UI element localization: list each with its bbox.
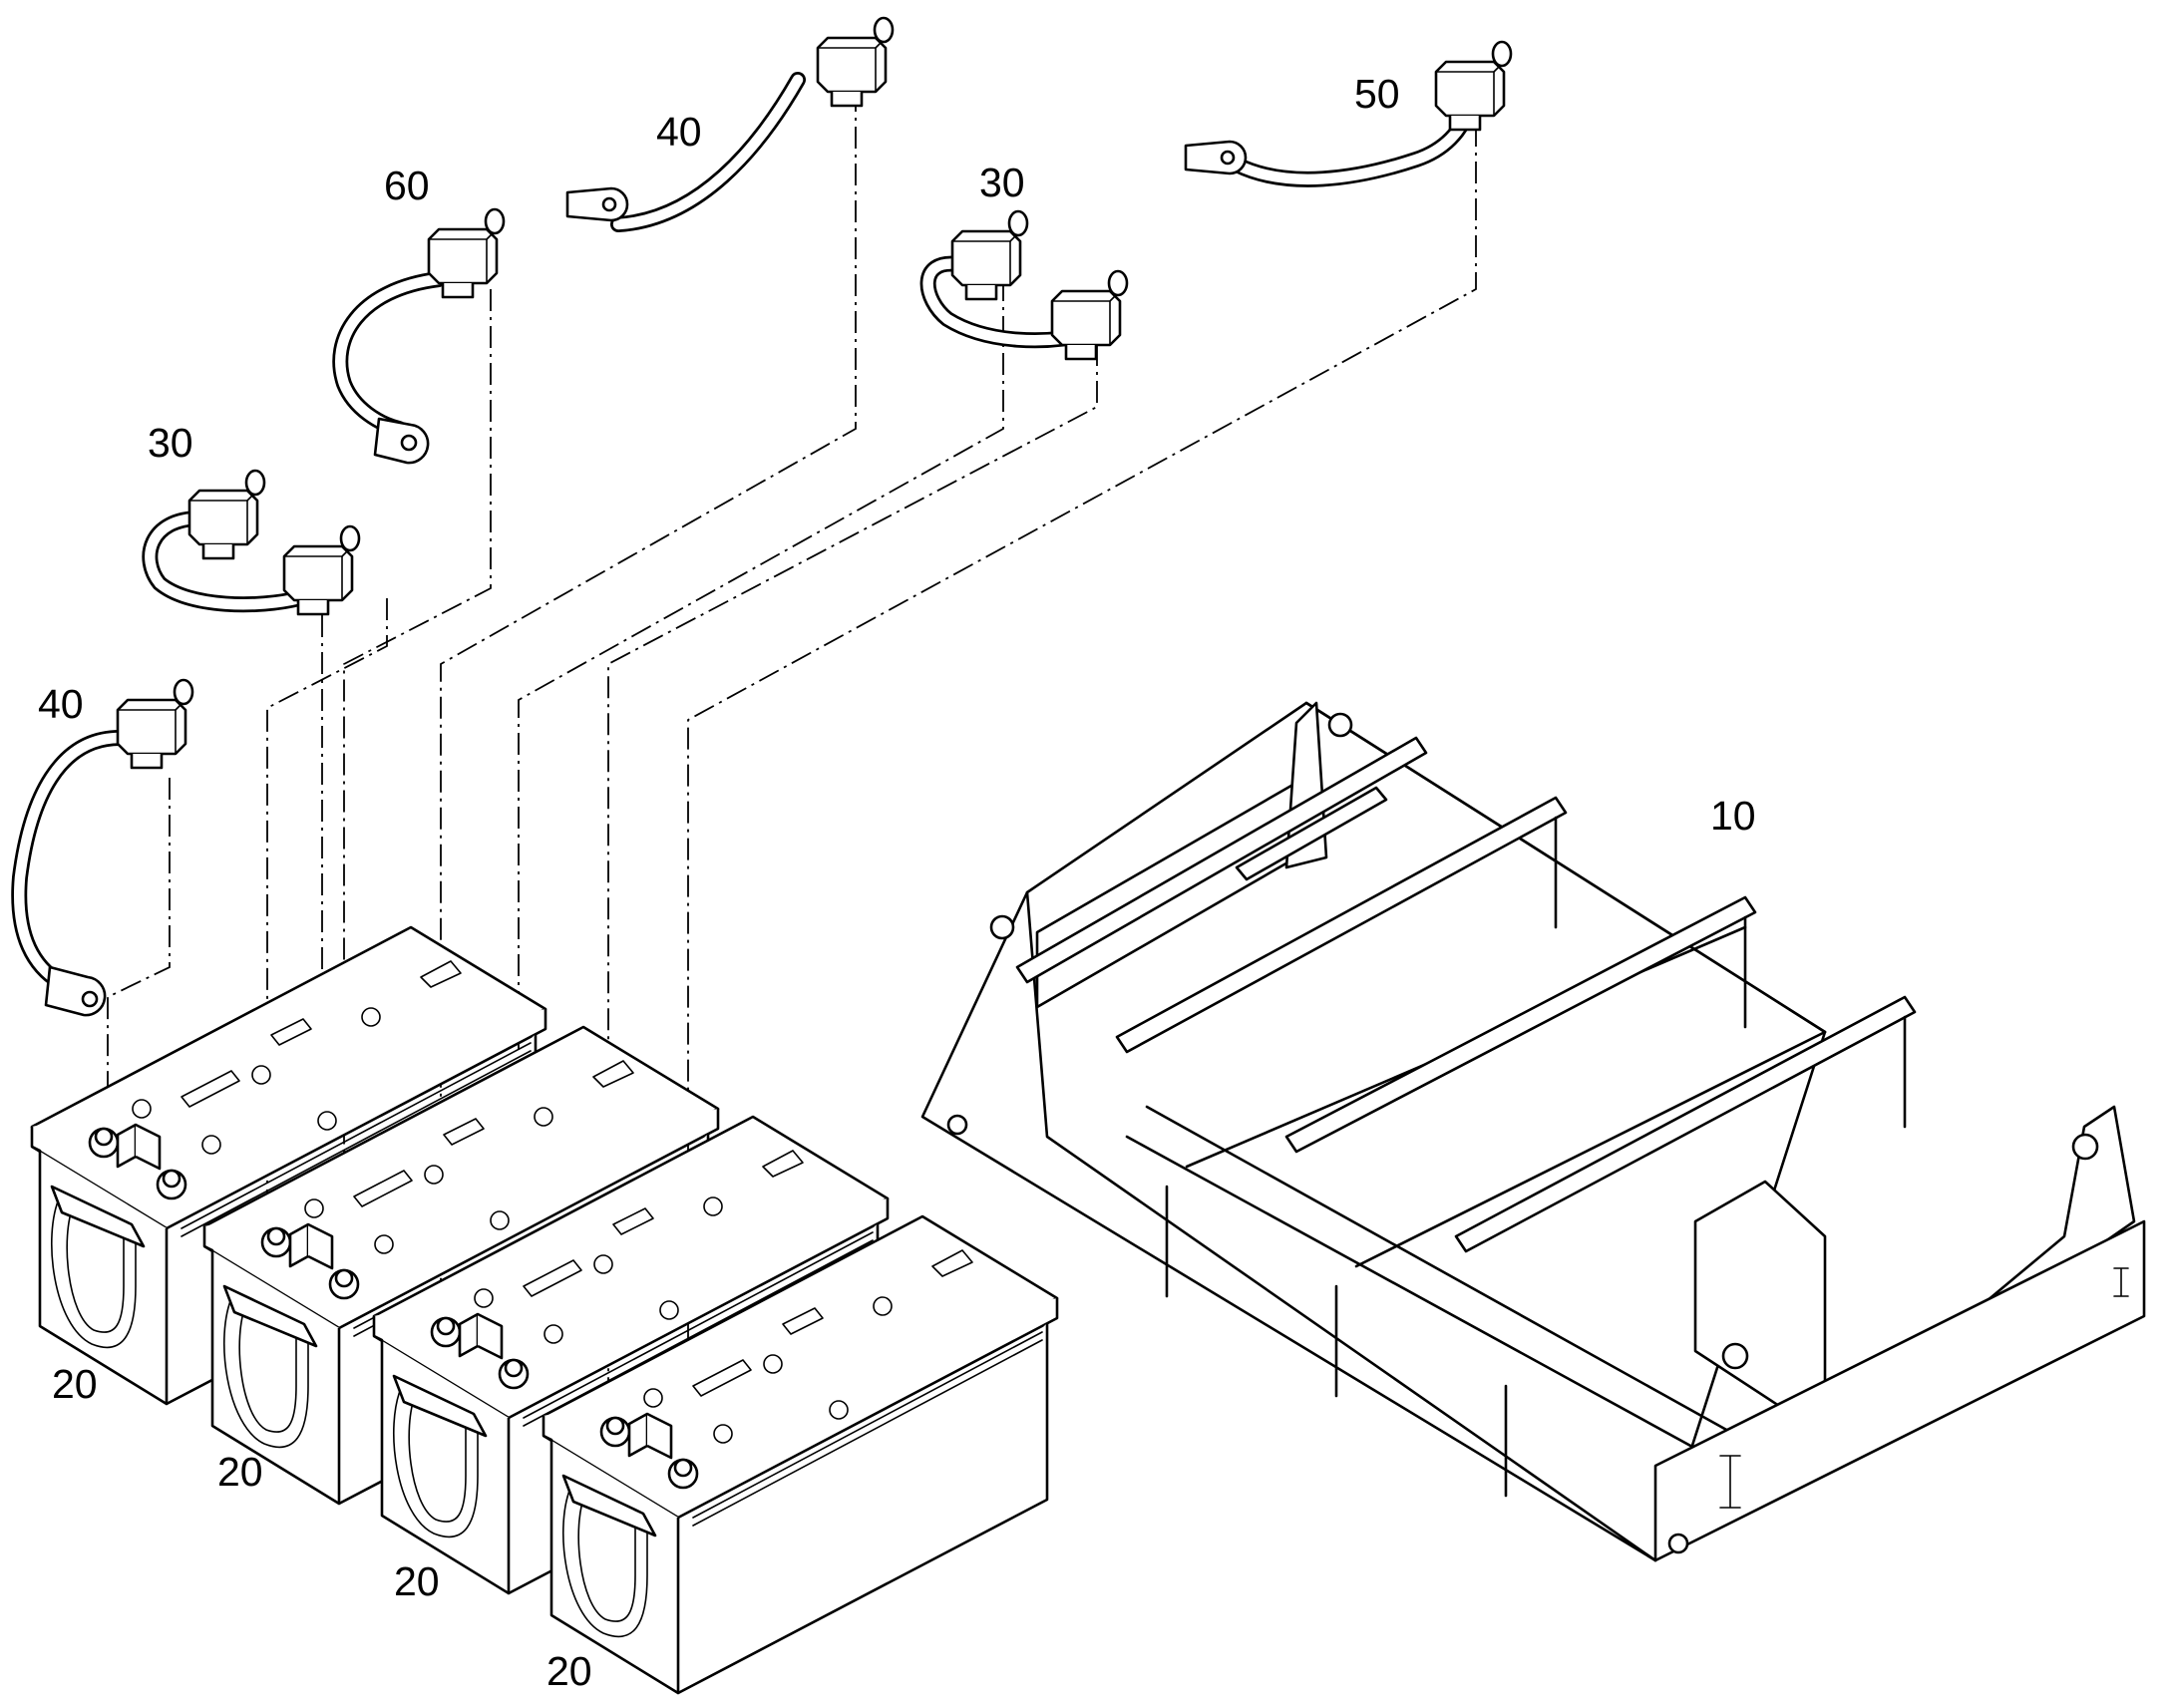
cable-30-right xyxy=(919,209,1129,361)
label-20-c: 20 xyxy=(394,1558,440,1604)
label-30-left: 30 xyxy=(148,420,193,466)
cable-40-top xyxy=(565,16,895,232)
cable-40-left xyxy=(11,678,194,1017)
label-30-right: 30 xyxy=(979,160,1025,205)
label-10: 10 xyxy=(1710,793,1756,839)
label-20-d: 20 xyxy=(546,1648,592,1694)
label-40-top: 40 xyxy=(656,109,702,155)
label-60: 60 xyxy=(384,163,430,208)
label-20-b: 20 xyxy=(217,1449,263,1495)
cable-50 xyxy=(1184,40,1513,187)
reference-numerals: 10 20 20 20 20 30 30 40 40 50 60 xyxy=(38,71,1756,1694)
battery-frame xyxy=(920,701,2146,1562)
cable-60 xyxy=(332,207,506,465)
label-20-a: 20 xyxy=(52,1361,98,1407)
label-40-left: 40 xyxy=(38,681,84,727)
cable-30-left xyxy=(142,469,361,616)
label-50: 50 xyxy=(1354,71,1400,117)
